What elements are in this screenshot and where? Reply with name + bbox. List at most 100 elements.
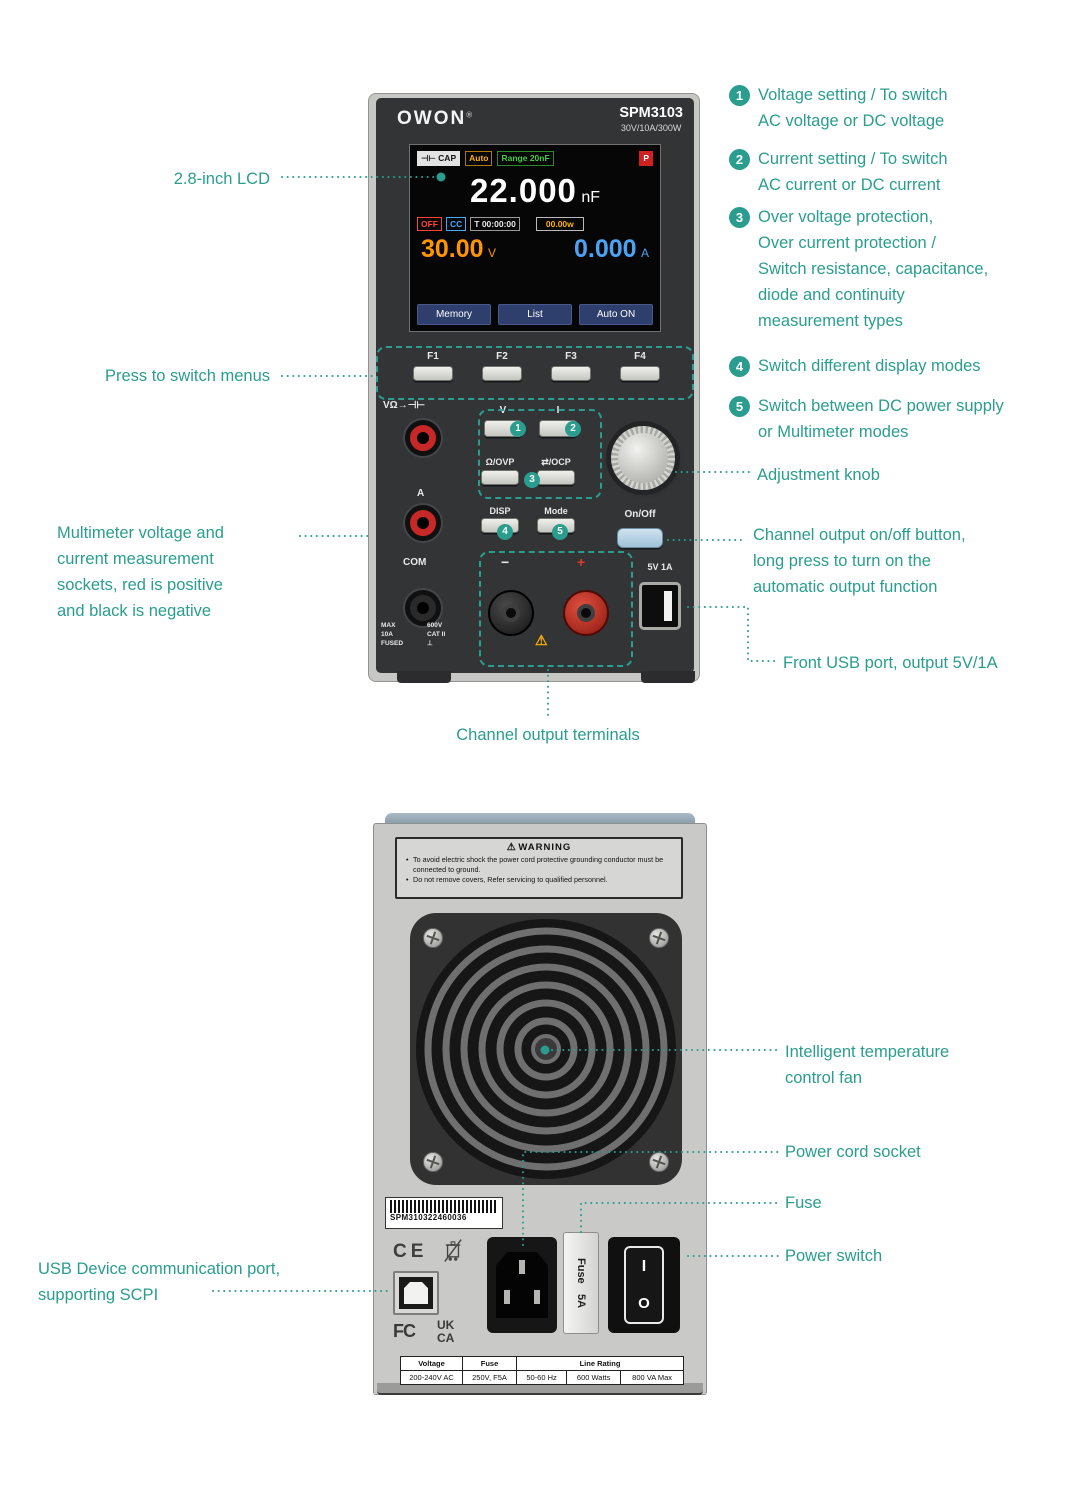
usb-device-port <box>393 1271 439 1315</box>
fuse-word: Fuse <box>575 1258 587 1284</box>
power-switch-on-label: I <box>641 1257 647 1275</box>
ratings-table: Voltage Fuse Line Rating 200-240V AC 250… <box>400 1356 684 1385</box>
lcd-p-chip: P <box>639 151 653 166</box>
cat-rating-label: 600V CAT II ⊥ <box>427 622 446 647</box>
ovp-button <box>481 470 519 485</box>
lcd-screen: ⊣⊢ CAP Auto Range 20nF P 22.000 nF OFF C… <box>409 144 661 332</box>
f4-label: F4 <box>634 351 646 362</box>
warning-item-2: Do not remove covers, Refer servicing to… <box>406 875 672 885</box>
serial-number: SPM310322460036 <box>390 1213 467 1222</box>
fan-grille <box>416 919 676 1179</box>
f3-button <box>551 366 591 381</box>
output-onoff-button <box>617 528 663 548</box>
lcd-power-box: 00.00w <box>535 216 584 231</box>
lcd-auto-chip: Auto <box>465 151 493 166</box>
ukca-line1: UK <box>437 1318 455 1332</box>
com-socket-ring <box>410 595 436 621</box>
callout-lcd: 2.8-inch LCD <box>173 170 270 188</box>
front-foot-right <box>641 671 695 683</box>
lcd-timer-chip: T 00:00:00 <box>470 216 520 231</box>
amp-socket-label: A <box>417 488 425 499</box>
ovp-button-label: Ω/OVP <box>485 457 515 467</box>
positive-terminal-hole <box>577 604 595 622</box>
ratings-h-voltage: Voltage <box>400 1356 463 1371</box>
weee-icon <box>444 1239 462 1262</box>
back-device: ⚠ WARNING To avoid electric shock the po… <box>373 813 707 1402</box>
lcd-off-chip: OFF <box>417 216 442 231</box>
brand-text: OWON <box>397 108 467 129</box>
front-usb-label: 5V 1A <box>647 562 673 572</box>
lcd-menu-list: List <box>498 304 572 325</box>
mode-button-label: Mode <box>544 506 568 516</box>
ratings-v-fuse: 250V, F5A <box>462 1370 517 1385</box>
device-badge-3: 3 <box>524 472 540 488</box>
mode-buttons-callout-box <box>478 409 602 499</box>
f2-label: F2 <box>496 351 508 362</box>
lcd-menu-auto-on: Auto ON <box>579 304 653 325</box>
fuse-amp: 5A <box>575 1293 587 1308</box>
disp-button-label: DISP <box>489 506 511 516</box>
ratings-v-line1: 50-60 Hz <box>515 1370 568 1385</box>
callout-badge-4: 4 <box>729 356 750 377</box>
fuse-holder: Fuse 5A <box>563 1232 599 1334</box>
callout-badge-5: 5 <box>729 396 750 417</box>
callout-text-4: Switch different display modes <box>758 357 981 375</box>
model-block: SPM3103 30V/10A/300W <box>619 105 683 133</box>
negative-terminal <box>488 590 534 636</box>
usb-device-recess <box>399 1277 433 1309</box>
lcd-current: 0.000 A <box>574 235 649 264</box>
fan-plate <box>410 913 682 1185</box>
front-device: OWON® SPM3103 30V/10A/300W ⊣⊢ CAP Auto R… <box>368 93 700 683</box>
f1-button <box>413 366 453 381</box>
device-badge-5: 5 <box>552 524 568 540</box>
ukca-mark: UK CA <box>437 1319 454 1345</box>
output-terminals-callout-box <box>479 551 633 667</box>
callout-menus: Press to switch menus <box>104 367 270 385</box>
ce-mark: CE <box>393 1241 428 1262</box>
power-switch: I O <box>608 1237 680 1333</box>
lcd-cap-chip: ⊣⊢ CAP <box>417 151 461 166</box>
lcd-topbar: ⊣⊢ CAP Auto Range 20nF P <box>417 151 653 166</box>
front-usb-tongue <box>664 591 672 621</box>
voltage-socket-ring <box>410 425 436 451</box>
ratings-v-line2: 600 Watts <box>566 1370 622 1385</box>
power-socket-recess <box>496 1252 548 1318</box>
callout-output-terminals: Channel output terminals <box>456 726 640 744</box>
lcd-voltage-unit: V <box>488 246 497 260</box>
lcd-range-chip: Range 20nF <box>497 151 554 166</box>
device-badge-4: 4 <box>497 524 513 540</box>
warning-triangle-icon: ⚠ <box>506 842 516 853</box>
lcd-main-reading: 22.000 nF <box>417 172 653 210</box>
fuse-holder-text: Fuse 5A <box>575 1258 587 1308</box>
lcd-current-unit: A <box>640 246 649 260</box>
max-rating-label: MAX 10A FUSED <box>381 622 404 647</box>
fcc-mark: FC <box>393 1321 416 1341</box>
front-usb-port <box>639 582 681 630</box>
warning-item-1: To avoid electric shock the power cord p… <box>406 855 672 875</box>
ratings-h-fuse: Fuse <box>462 1356 517 1371</box>
barcode <box>390 1200 498 1213</box>
front-foot-left <box>397 671 451 683</box>
negative-terminal-hole <box>502 604 520 622</box>
lcd-main-unit: nF <box>581 188 601 206</box>
ocp-button-label: ⇄/OCP <box>541 457 571 467</box>
warning-title: WARNING <box>518 842 572 853</box>
lcd-voltage: 30.00 V <box>421 235 496 264</box>
callout-power-switch: Power switch <box>785 1247 883 1265</box>
power-cord-socket <box>487 1237 557 1333</box>
panel-warning-icon: ⚠ <box>535 632 548 648</box>
back-warning-label: ⚠ WARNING To avoid electric shock the po… <box>395 837 683 899</box>
device-badge-2: 2 <box>565 421 581 437</box>
screw-bottom-right <box>649 1152 669 1172</box>
callout-fuse: Fuse <box>785 1194 822 1212</box>
adjustment-knob-cap <box>618 433 668 483</box>
serial-label: SPM310322460036 <box>385 1197 503 1229</box>
f2-button <box>482 366 522 381</box>
callout-text-3: Over voltage protection, Over current pr… <box>758 208 989 330</box>
brand-reg: ® <box>466 110 473 120</box>
power-switch-off-label: O <box>638 1295 650 1313</box>
screw-top-left <box>423 928 443 948</box>
lcd-main-value: 22.000 <box>469 171 577 209</box>
back-bottom-strip <box>377 1383 703 1395</box>
callout-usb-device: USB Device communication port, supportin… <box>38 1260 281 1304</box>
